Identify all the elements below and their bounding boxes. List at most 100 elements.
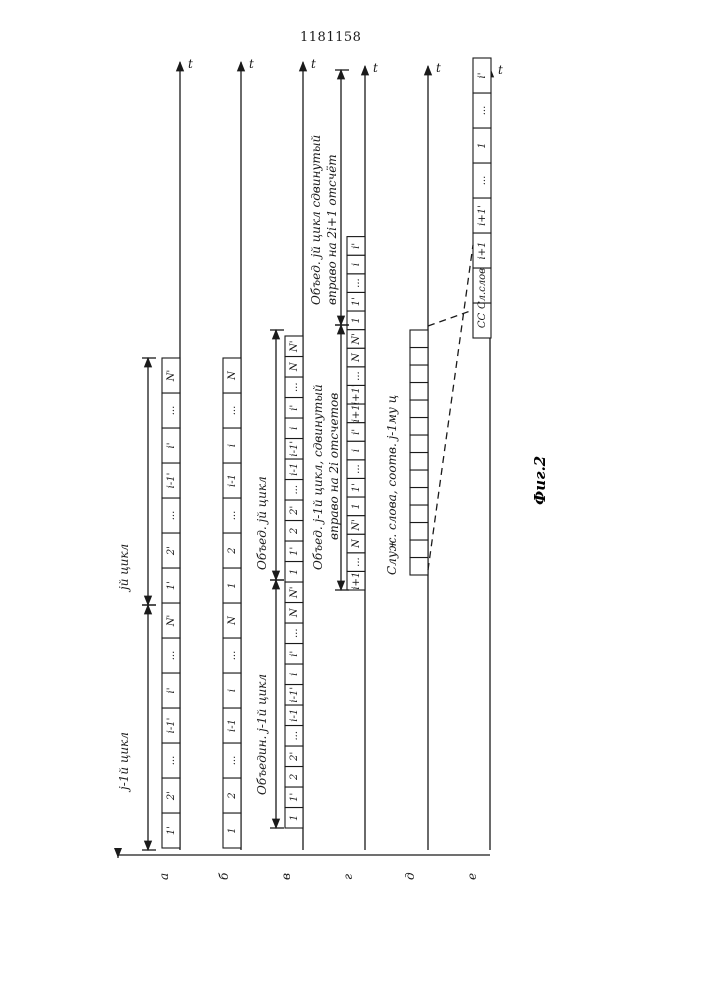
row-g-cell-label: N' — [351, 519, 362, 532]
time-axis-label-t: t — [249, 57, 254, 71]
row-v-cell-label: i-1' — [289, 441, 300, 457]
row-a-cell-label: ... — [166, 756, 177, 766]
row-v-cell-label: i-1' — [289, 687, 300, 703]
row-d-cell — [410, 540, 428, 558]
row-d-cell — [410, 435, 428, 453]
row-d-cell — [410, 418, 428, 436]
row-e-cell-label: СС — [477, 313, 488, 329]
baseline-arrow — [114, 848, 122, 858]
row-a-cell-label: i-1' — [166, 473, 177, 489]
annotation-shift-prev-line2: вправо на 2i отсчетов — [327, 393, 341, 540]
row-v-cell-label: 1' — [289, 793, 300, 802]
row-g-cell-label: N — [351, 538, 362, 549]
row-e-cell-label: 1 — [477, 142, 488, 148]
row-g-cell-label: N — [351, 352, 362, 363]
row-v-cell-label: ... — [289, 485, 300, 495]
row-g-cell-label: 1 — [351, 503, 362, 509]
row-a-cell-label: 2' — [166, 791, 177, 801]
annotation-shift-prev-line1: Объед. j-1й цикл, сдвинутый — [311, 384, 325, 570]
row-v-cell-label: ... — [289, 731, 300, 741]
connector-dashed-1 — [428, 245, 473, 570]
row-g-cell-label: 1' — [351, 483, 362, 492]
row-a-cell-label: N' — [166, 615, 177, 628]
row-b-cell-label: i-1 — [227, 719, 238, 732]
row-v-cell-label: 2' — [289, 752, 300, 762]
row-b-cell-label: N — [227, 370, 238, 381]
row-v-cell-label: i — [289, 673, 300, 676]
row-d-cell — [410, 453, 428, 471]
row-v-cell-label: 2' — [289, 506, 300, 516]
row-a-cell-label: i-1' — [166, 718, 177, 734]
row-a-cell-label: i' — [166, 443, 177, 449]
row-g-cell-label: 1' — [351, 297, 362, 306]
row-g-cell-label: i — [351, 263, 362, 266]
time-axis-label-t: t — [498, 63, 503, 77]
row-b-cell-label: i — [227, 689, 238, 692]
row-label-5: д — [403, 872, 417, 880]
annotation-service-words: Служ. слова, соотв. j-1му ц — [385, 395, 399, 575]
row-b-cell-label: ... — [227, 511, 238, 521]
connector-dashed-2 — [428, 310, 473, 326]
row-v-cell-label: N — [289, 607, 300, 618]
row-e-cell-label: i' — [477, 73, 488, 79]
row-v-cell-label: 1 — [289, 815, 300, 821]
row-label-4: г — [341, 874, 355, 880]
time-axis-label-t: t — [373, 61, 378, 75]
row-d-cell — [410, 523, 428, 541]
row-g-cell-label: ... — [351, 371, 362, 381]
row-d-cell — [410, 400, 428, 418]
row-e-cell-label: ... — [477, 106, 488, 116]
annotation-union-prev: Объедин. j-1й цикл — [255, 674, 269, 795]
row-v-cell-label: N' — [289, 587, 300, 600]
row-label-6: е — [465, 873, 479, 880]
row-g-cell-label: i+1' — [351, 384, 362, 405]
row-a-cell-label: ... — [166, 406, 177, 416]
annotation-cycle-cur: jй цикл — [117, 544, 131, 593]
row-g-cell-label: i — [351, 449, 362, 452]
row-d-cell — [410, 505, 428, 523]
row-g-cell-label: i' — [351, 243, 362, 249]
row-a-cell-label: i' — [166, 688, 177, 694]
row-a-cell-label: 1' — [166, 826, 177, 835]
row-v-cell-label: 1 — [289, 569, 300, 575]
row-d-cell — [410, 470, 428, 488]
row-d-cell — [410, 488, 428, 506]
row-v-cell-label: 1' — [289, 547, 300, 556]
row-a-cell-label: 1' — [166, 581, 177, 590]
row-a-cell-label: 2' — [166, 546, 177, 556]
time-axis-label-t: t — [188, 57, 193, 71]
row-e-cell-label: i+1 — [477, 242, 488, 260]
row-b-cell-label: ... — [227, 651, 238, 661]
row-d-cell — [410, 558, 428, 576]
row-b-cell-label: 1 — [227, 827, 238, 833]
row-v-cell-label: i-1 — [289, 463, 300, 476]
row-e-cell-label: ... — [477, 176, 488, 186]
annotation-cycle-prev: j-1й цикл — [117, 732, 131, 793]
row-v-cell-label: i-1 — [289, 709, 300, 722]
row-d-cell — [410, 365, 428, 383]
row-e-cell-label: i+1' — [477, 205, 488, 226]
row-v-cell-label: 2 — [289, 528, 300, 535]
row-d-cell — [410, 383, 428, 401]
row-a-cell-label: N' — [166, 370, 177, 383]
row-v-cell-label: i' — [289, 651, 300, 657]
row-g-cell-label: ... — [351, 278, 362, 288]
row-b-cell-label: i-1 — [227, 474, 238, 487]
row-g-cell-label: N' — [351, 333, 362, 346]
row-a-cell-label: ... — [166, 651, 177, 661]
row-label-2: б — [217, 872, 231, 880]
row-e-cell-label: Сл.слово — [477, 262, 488, 309]
annotation-union-cur: Объед. jй цикл — [255, 476, 269, 570]
row-g-cell-label: i+1 — [351, 572, 362, 590]
figure-caption: Фиг.2 — [531, 456, 549, 505]
row-v-cell-label: 2 — [289, 774, 300, 781]
row-g-cell-label: ... — [351, 464, 362, 474]
row-v-cell-label: ... — [289, 628, 300, 638]
row-g-cell-label: i+1 — [351, 404, 362, 422]
row-b-cell-label: ... — [227, 756, 238, 766]
row-v-cell-label: N — [289, 361, 300, 372]
time-axis-label-t: t — [436, 61, 441, 75]
time-axis-label-t: t — [311, 57, 316, 71]
annotation-shift-cur-line1: Объед. jй цикл сдвинутый — [309, 135, 323, 305]
